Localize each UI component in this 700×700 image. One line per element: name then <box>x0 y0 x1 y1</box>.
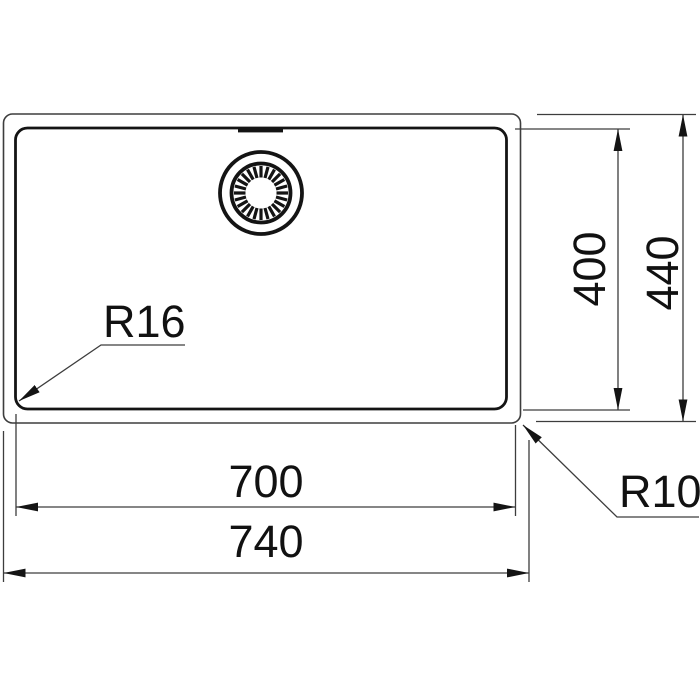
drain-strainer-spokes <box>234 166 288 220</box>
dim-label-440: 440 <box>637 235 688 310</box>
dim-label-400: 400 <box>564 231 615 306</box>
dimension-linework-group <box>2 113 699 582</box>
dim-label-740: 740 <box>228 516 303 567</box>
drain-strainer-icon <box>218 150 304 236</box>
radius-label-r16: R16 <box>103 296 186 347</box>
dim-label-700: 700 <box>228 456 303 507</box>
drain-inner-ring <box>229 161 293 225</box>
extension-lines <box>2 113 696 582</box>
overflow-tab-mark <box>238 127 283 133</box>
sink-outer-outline <box>2 113 522 424</box>
dimension-labels-group: 700 740 400 440 R16 R10 <box>103 231 700 567</box>
drain-outer-ring <box>218 150 304 236</box>
leader-r10 <box>522 424 699 518</box>
leader-r16 <box>18 344 185 402</box>
sink-body-group <box>2 113 522 424</box>
radius-label-r10: R10 <box>619 466 700 517</box>
